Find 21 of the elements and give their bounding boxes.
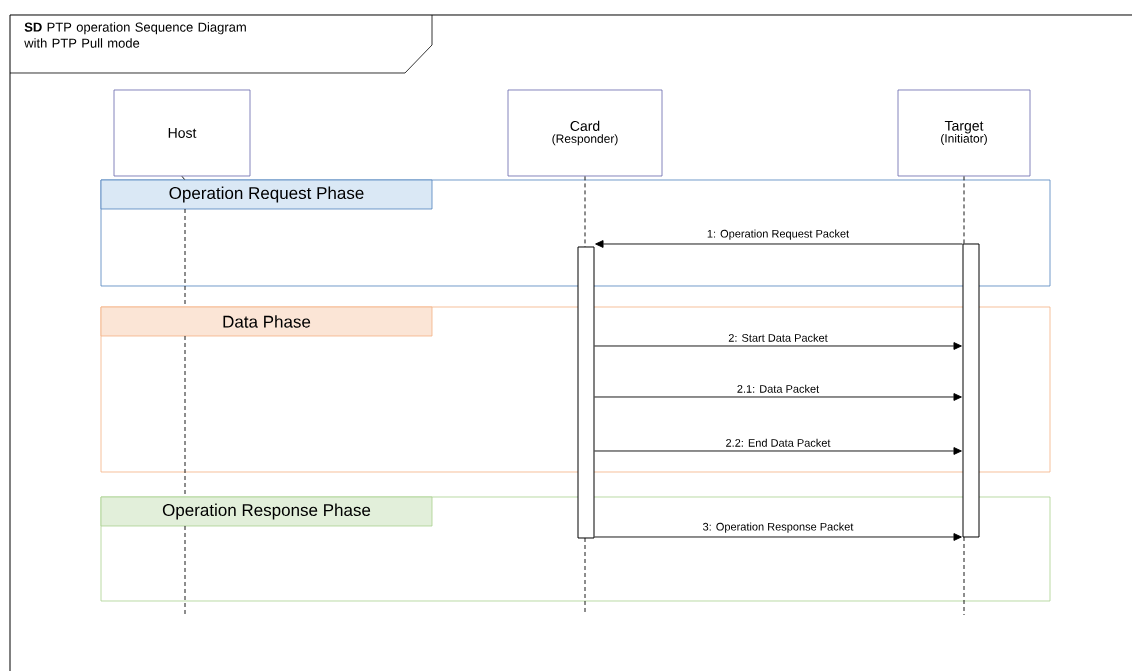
lifeline-box: Card (Responder) <box>507 89 663 177</box>
message-label: 2: Start Data Packet <box>728 333 828 342</box>
lifeline-box: Host <box>113 89 251 177</box>
phase-header: Operation Response Phase <box>100 496 433 527</box>
phase-header: Data Phase <box>100 306 433 337</box>
message-label: 2.1: Data Packet <box>737 384 820 393</box>
lifeline <box>963 175 965 616</box>
activation-bar <box>577 246 595 539</box>
message-label: 3: Operation Response Packet <box>703 522 854 533</box>
message-arrow <box>594 447 962 455</box>
message-arrow <box>595 240 963 248</box>
message-arrow <box>594 533 962 541</box>
lifeline-box: Target (Initiator) <box>897 89 1031 177</box>
activation-bar <box>962 243 980 538</box>
message-label: 1: Operation Request Packet <box>707 229 850 240</box>
lifeline <box>181 175 186 616</box>
message-arrow <box>594 342 962 350</box>
message-arrow <box>594 393 962 401</box>
phase-header: Operation Request Phase <box>100 179 433 210</box>
title: SD PTP operation Sequence Diagram with PTP Pull mode <box>24 22 246 48</box>
message-label: 2.2: End Data Packet <box>726 438 831 447</box>
